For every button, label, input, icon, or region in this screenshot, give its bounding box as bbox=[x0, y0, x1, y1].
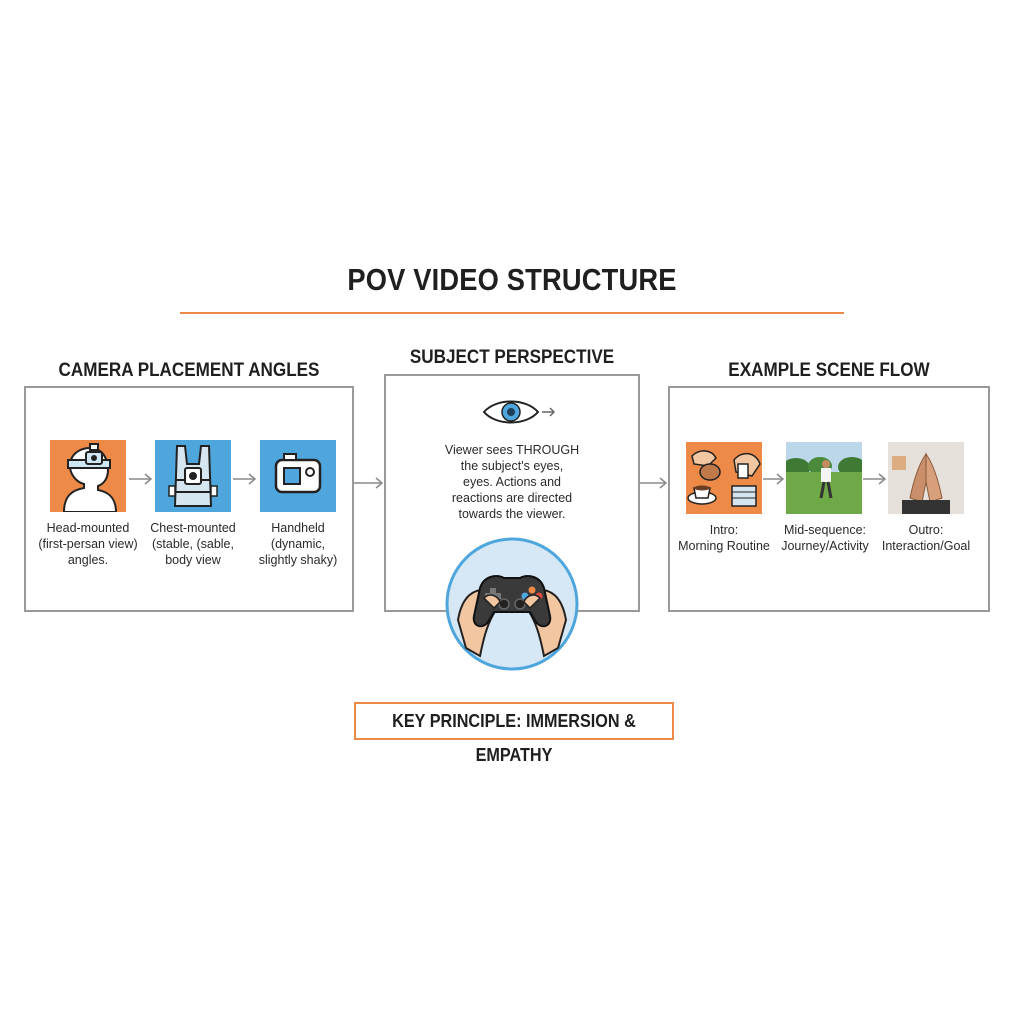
key-principle-box: KEY PRINCIPLE: IMMERSION & EMPATHY bbox=[354, 702, 674, 765]
subject-description: Viewer sees THROUGH the subject's eyes, … bbox=[444, 443, 580, 521]
handheld-camera-icon bbox=[260, 440, 336, 512]
eye-icon bbox=[482, 400, 556, 424]
flow-arrow-icon bbox=[763, 473, 785, 485]
title-divider bbox=[180, 312, 844, 314]
mid-sequence-caption: Mid-sequence: Journey/Activity bbox=[781, 523, 869, 553]
head-mounted-camera-icon bbox=[50, 440, 126, 512]
camera-section-title: CAMERA PLACEMENT ANGLES bbox=[58, 360, 320, 381]
intro-caption: Intro: Morning Routine bbox=[678, 523, 770, 553]
handheld-caption: Handheld (dynamic, slightly shaky) bbox=[258, 521, 338, 567]
clasped-hands-image bbox=[888, 442, 964, 514]
flow-arrow-icon bbox=[233, 473, 257, 485]
chest-mounted-caption: Chest-mounted (stable, (sable, body view bbox=[150, 521, 236, 567]
connector-arrow-icon bbox=[354, 477, 384, 489]
scene-section-title: EXAMPLE SCENE FLOW bbox=[728, 360, 930, 381]
walking-person-image bbox=[786, 442, 862, 514]
connector-arrow-icon bbox=[640, 477, 668, 489]
game-controller-hands-icon bbox=[445, 537, 579, 671]
head-mounted-caption: Head-mounted (first-persan view) angles. bbox=[38, 521, 138, 567]
chest-harness-icon bbox=[155, 440, 231, 512]
subject-section-title: SUBJECT PERSPECTIVE bbox=[409, 347, 615, 368]
flow-arrow-icon bbox=[863, 473, 887, 485]
key-principle-text: KEY PRINCIPLE: IMMERSION & EMPATHY bbox=[392, 711, 636, 765]
morning-routine-image bbox=[686, 442, 762, 514]
page-title: POV VIDEO STRUCTURE bbox=[347, 262, 677, 297]
flow-arrow-icon bbox=[129, 473, 153, 485]
outro-caption: Outro: Interaction/Goal bbox=[881, 523, 971, 553]
